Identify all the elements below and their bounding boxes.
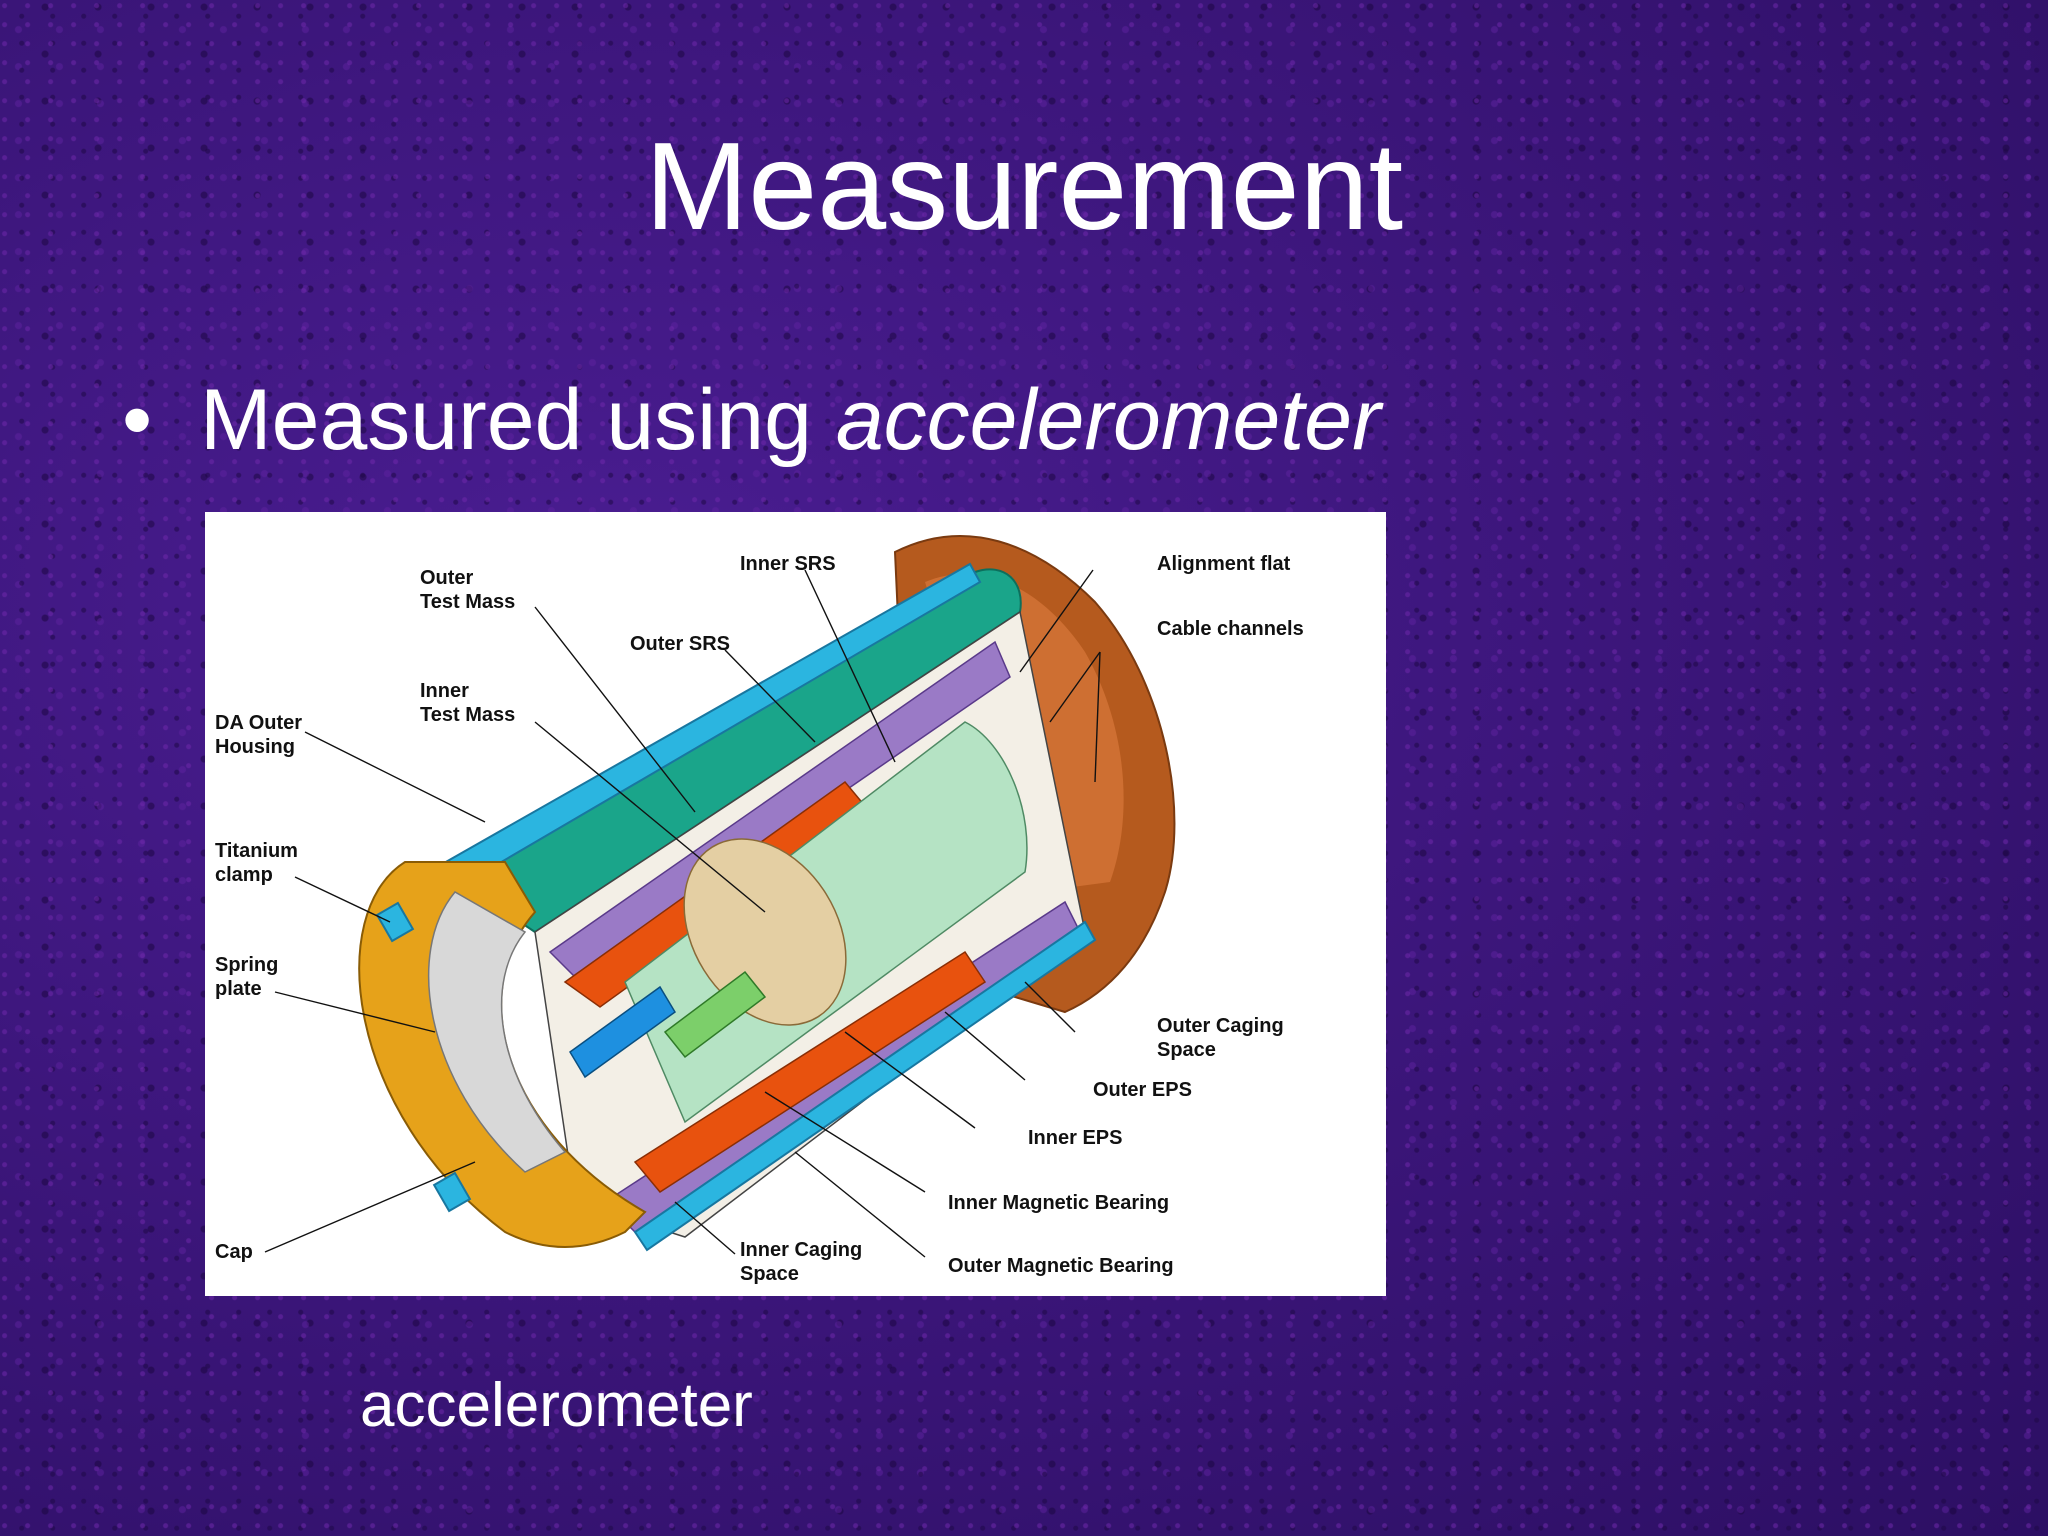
label-inner-magnetic-bearing: Inner Magnetic Bearing <box>948 1192 1169 1214</box>
label-outer-test-mass-2: Test Mass <box>420 591 515 613</box>
label-cable-channels: Cable channels <box>1157 618 1304 640</box>
accelerometer-diagram: Outer Test Mass Inner SRS Alignment flat… <box>205 512 1386 1296</box>
titanium-clamp-top <box>375 901 415 943</box>
label-inner-caging-space-2: Space <box>740 1263 799 1285</box>
bullet-symbol: • <box>122 372 153 468</box>
spring-coil <box>663 970 767 1059</box>
label-outer-caging-space-1: Outer Caging <box>1157 1015 1284 1037</box>
label-da-outer-housing-2: Housing <box>215 736 295 758</box>
leader-inner-test-mass <box>534 721 766 913</box>
leader-outer-caging-space <box>1024 981 1076 1033</box>
label-inner-test-mass-2: Test Mass <box>420 704 515 726</box>
label-inner-test-mass-1: Inner <box>420 680 469 702</box>
leader-outer-eps <box>944 1011 1026 1081</box>
leader-cable-channels-1 <box>1049 651 1101 723</box>
bullet-item: • Measured using accelerometer <box>122 368 1381 472</box>
outer-test-mass-lower <box>633 950 987 1193</box>
label-outer-srs: Outer SRS <box>630 633 730 655</box>
slide-title: Measurement <box>644 118 1404 256</box>
leader-cap <box>264 1161 476 1253</box>
leader-spring-plate <box>274 991 436 1033</box>
leader-outer-srs <box>724 649 816 743</box>
label-alignment-flat: Alignment flat <box>1157 553 1291 575</box>
label-outer-eps: Outer EPS <box>1093 1079 1192 1101</box>
label-outer-magnetic-bearing: Outer Magnetic Bearing <box>948 1255 1174 1277</box>
leader-inner-srs <box>804 569 896 763</box>
label-spring-plate-1: Spring <box>215 954 278 976</box>
label-outer-test-mass-1: Outer <box>420 567 474 589</box>
caging-upper <box>548 640 1011 978</box>
leader-titanium-clamp <box>294 876 391 923</box>
label-inner-caging-space-1: Inner Caging <box>740 1239 862 1261</box>
leader-da-outer-housing <box>304 731 486 823</box>
label-titanium-clamp-1: Titanium <box>215 840 298 862</box>
leader-alignment-flat <box>1019 569 1094 673</box>
figure-caption: accelerometer <box>360 1371 753 1440</box>
leader-inner-eps <box>844 1031 976 1129</box>
bullet-text: Measured using <box>200 372 836 468</box>
leader-inner-magnetic-bearing <box>764 1091 926 1193</box>
label-titanium-clamp-2: clamp <box>215 864 273 886</box>
housing-bottom-rim <box>633 920 1097 1252</box>
blue-tube <box>569 985 676 1079</box>
label-cap: Cap <box>215 1241 253 1263</box>
leader-outer-magnetic-bearing <box>794 1151 926 1258</box>
leader-outer-test-mass <box>534 606 696 813</box>
accelerometer-cutaway-svg: Outer Test Mass Inner SRS Alignment flat… <box>215 535 1304 1285</box>
spring-plate <box>427 891 567 1173</box>
label-inner-srs: Inner SRS <box>740 553 836 575</box>
label-inner-eps: Inner EPS <box>1028 1127 1122 1149</box>
inner-test-mass <box>683 838 847 1026</box>
bullet-emphasis: accelerometer <box>835 372 1381 468</box>
label-outer-caging-space-2: Space <box>1157 1039 1216 1061</box>
leader-cable-channels-2 <box>1094 651 1101 783</box>
leader-inner-caging-space <box>674 1201 736 1255</box>
label-da-outer-housing-1: DA Outer <box>215 712 302 734</box>
label-spring-plate-2: plate <box>215 978 262 1000</box>
titanium-clamp-bottom <box>432 1171 472 1213</box>
